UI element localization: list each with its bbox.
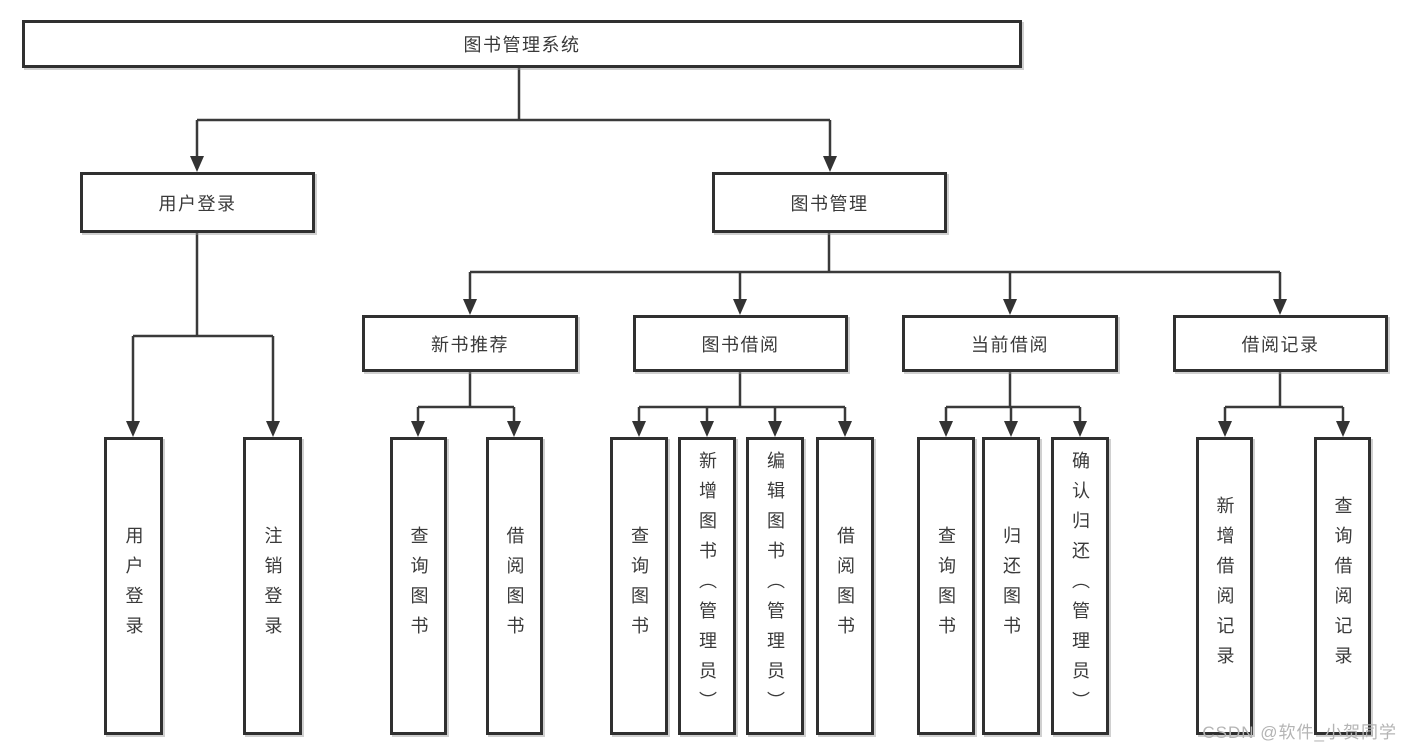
node-user-login: 用户登录 [80,172,315,233]
leaf-borrow-query-books: 查询图书 [610,437,668,735]
node-label: 借阅图书 [504,526,525,646]
node-label: 新增借阅记录 [1214,496,1235,676]
node-label: 当前借阅 [971,334,1049,355]
node-label: 查询图书 [629,526,649,646]
leaf-rec-borrow-books: 借阅图书 [486,437,543,735]
node-label: 图书借阅 [701,334,780,355]
node-label: 确认归还（管理员） [1070,451,1090,721]
node-label: 注销登录 [262,526,283,646]
node-borrow-records: 借阅记录 [1173,315,1388,372]
node-label: 借阅记录 [1241,334,1320,355]
node-label: 查询图书 [936,526,956,646]
leaf-records-query-record: 查询借阅记录 [1314,437,1371,735]
leaf-current-return-books: 归还图书 [982,437,1040,735]
leaf-rec-query-books: 查询图书 [390,437,447,735]
node-library-system: 图书管理系统 [22,20,1022,68]
node-book-borrow: 图书借阅 [633,315,848,372]
node-new-book-recommend: 新书推荐 [362,315,578,372]
node-label: 图书管理系统 [463,35,581,55]
leaf-records-add-record: 新增借阅记录 [1196,437,1253,735]
node-label: 编辑图书（管理员） [765,451,785,721]
leaf-logout: 注销登录 [243,437,302,735]
node-current-borrow: 当前借阅 [902,315,1118,372]
watermark-text: CSDN @软件_小贺同学 [1202,723,1397,742]
node-label: 用户登录 [158,193,237,214]
node-label: 查询图书 [408,526,429,646]
leaf-borrow-add-books: 新增图书（管理员） [678,437,736,735]
node-label: 新书推荐 [431,334,509,355]
leaf-current-query-books: 查询图书 [917,437,975,735]
node-label: 新增图书（管理员） [697,451,717,721]
node-book-management: 图书管理 [712,172,947,233]
node-label: 查询借阅记录 [1332,496,1353,676]
leaf-borrow-borrow-books: 借阅图书 [816,437,874,735]
leaf-current-confirm-return: 确认归还（管理员） [1051,437,1109,735]
node-label: 借阅图书 [835,526,855,646]
leaf-user-login: 用户登录 [104,437,163,735]
node-label: 图书管理 [790,193,869,214]
node-label: 用户登录 [123,526,144,646]
node-label: 归还图书 [1001,526,1021,646]
leaf-borrow-edit-books: 编辑图书（管理员） [746,437,804,735]
